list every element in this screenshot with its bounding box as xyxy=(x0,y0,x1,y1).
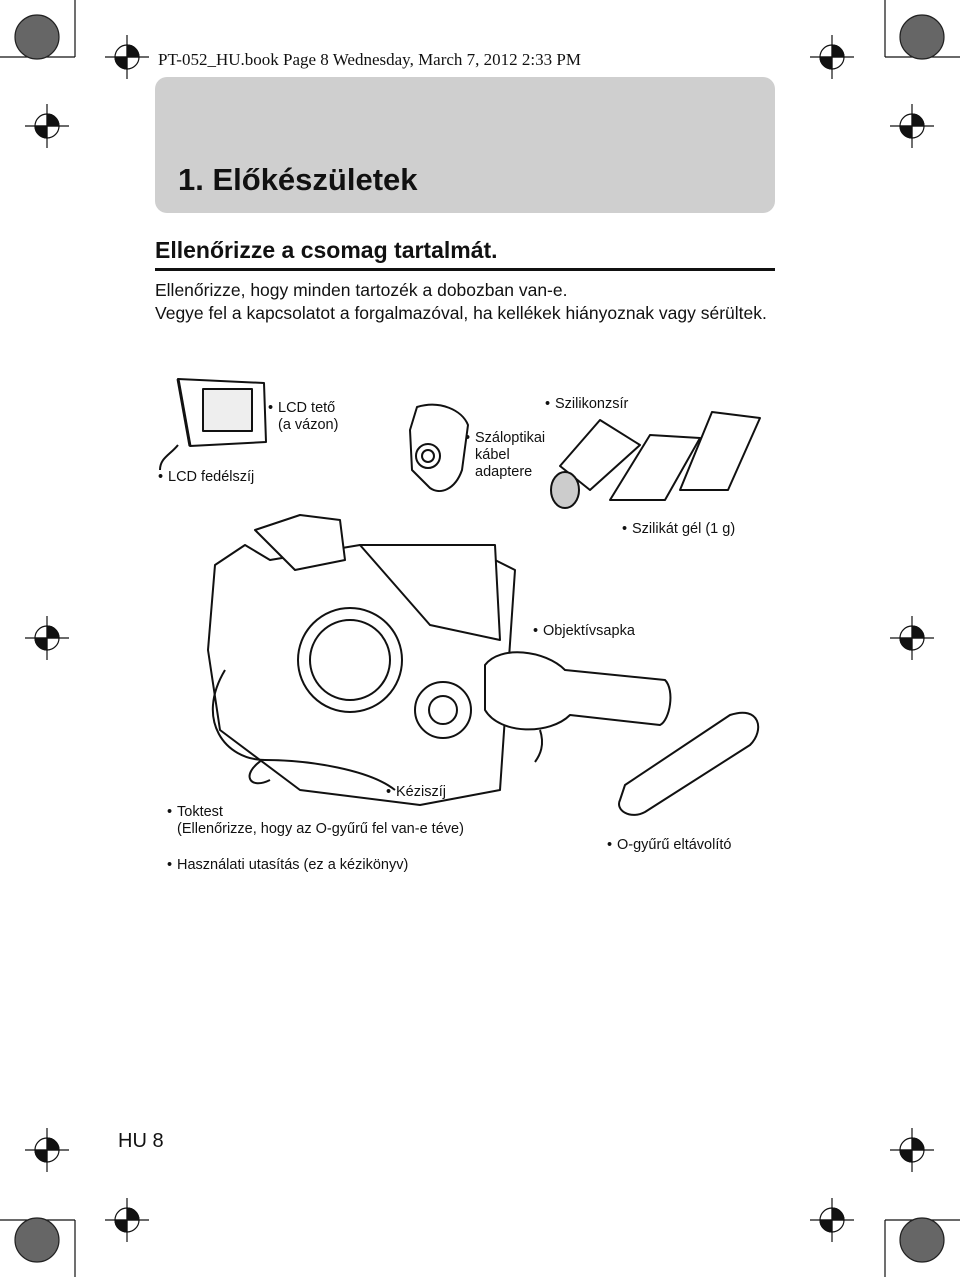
intro-line: Ellenőrizze, hogy minden tartozék a dobo… xyxy=(155,280,568,300)
intro-line: Vegye fel a kapcsolatot a forgalmazóval,… xyxy=(155,303,767,323)
section-heading: Ellenőrizze a csomag tartalmát. xyxy=(155,237,498,263)
label-lcd-cover: •LCD tető (a vázon) xyxy=(268,400,339,433)
label-silica-gel: •Szilikát gél (1 g) xyxy=(622,521,736,537)
label-lcd-strap: •LCD fedélszíj xyxy=(158,469,255,485)
label-case: •Toktest (Ellenőrizze, hogy az O-gyűrű f… xyxy=(167,804,464,837)
print-header: PT-052_HU.book Page 8 Wednesday, March 7… xyxy=(158,50,581,69)
chapter-banner xyxy=(155,77,775,213)
registration-marks xyxy=(14,14,945,1263)
label-silicone-grease: •Szilikonzsír xyxy=(545,396,629,412)
page-number: HU 8 xyxy=(118,1130,164,1152)
label-manual: •Használati utasítás (ez a kézikönyv) xyxy=(167,857,409,873)
label-fiber-adapter: •Száloptikai kábel adaptere xyxy=(465,430,546,480)
label-oring-remover: •O-gyűrű eltávolító xyxy=(607,837,732,853)
chapter-title: 1. Előkészületek xyxy=(178,162,418,197)
section-divider xyxy=(155,268,775,271)
label-lens-cap: •Objektívsapka xyxy=(533,623,635,639)
intro-text: Ellenőrizze, hogy minden tartozék a dobo… xyxy=(155,279,780,325)
accessory-drawings xyxy=(159,378,761,816)
label-hand-strap: •Kéziszíj xyxy=(386,784,446,800)
